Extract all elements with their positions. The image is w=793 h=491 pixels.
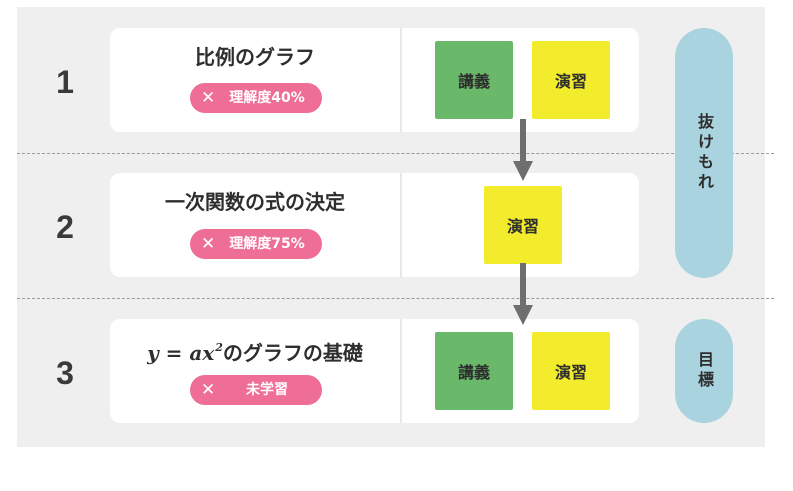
status-badge: ✕ 理解度75%	[190, 229, 322, 259]
unit-card: 一次関数の式の決定 ✕ 理解度75% 演習	[110, 173, 639, 277]
down-arrow-icon	[513, 119, 533, 181]
status-badge: ✕ 理解度40%	[190, 83, 322, 113]
lecture-box: 講義	[435, 332, 513, 410]
practice-box: 演習	[484, 186, 562, 264]
card-separator	[400, 173, 402, 277]
badge-label: 理解度75%	[229, 236, 305, 252]
row-divider	[17, 153, 774, 154]
badge-label: 理解度40%	[229, 90, 305, 106]
gaps-label-pill: 抜けもれ	[675, 28, 733, 278]
lecture-box: 講義	[435, 41, 513, 119]
badge-label: 未学習	[246, 382, 288, 398]
formula: y = ax2	[147, 341, 223, 365]
row-number: 2	[56, 209, 74, 245]
practice-box: 演習	[532, 41, 610, 119]
card-separator	[400, 319, 402, 423]
row-number: 1	[56, 64, 74, 100]
row-number: 3	[56, 355, 74, 391]
unit-card: 比例のグラフ ✕ 理解度40% 講義 演習	[110, 28, 639, 132]
study-path-panel: 1 比例のグラフ ✕ 理解度40% 講義 演習 2 一次関数の式の決定 ✕ 理解…	[17, 7, 774, 447]
card-separator	[400, 28, 402, 132]
x-icon: ✕	[201, 380, 216, 400]
x-icon: ✕	[201, 88, 216, 108]
status-badge: ✕ 未学習	[190, 375, 322, 405]
down-arrow-icon	[513, 263, 533, 325]
x-icon: ✕	[201, 234, 216, 254]
unit-title-suffix: のグラフの基礎	[222, 341, 363, 365]
unit-card: y = ax2のグラフの基礎 ✕ 未学習 講義 演習	[110, 319, 639, 423]
unit-title: 比例のグラフ	[195, 45, 315, 69]
goal-label-pill: 目標	[675, 319, 733, 423]
goal-label: 目標	[695, 351, 714, 391]
unit-title: y = ax2のグラフの基礎	[110, 334, 400, 367]
row-divider	[17, 298, 774, 299]
practice-box: 演習	[532, 332, 610, 410]
gaps-label: 抜けもれ	[695, 113, 714, 193]
unit-title: 一次関数の式の決定	[165, 190, 345, 214]
